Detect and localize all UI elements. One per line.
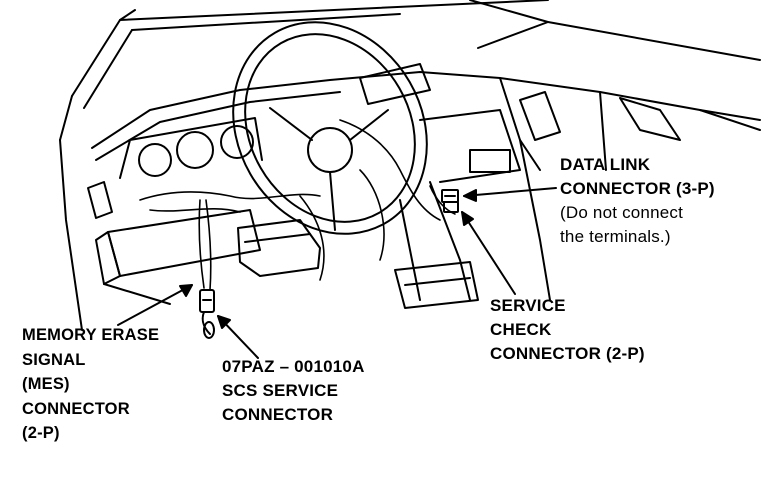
data-link-connector-label: DATA LINK CONNECTOR (3-P) (Do not connec…: [560, 153, 715, 249]
dlc-note-line-2: the terminals.): [560, 227, 671, 246]
mes-label-line-5: (2-P): [22, 424, 60, 442]
mes-arrowhead: [179, 284, 193, 297]
dlc-note-line-1: (Do not connect: [560, 203, 684, 222]
data-link-arrowhead: [463, 189, 477, 202]
dashboard-top: [91, 71, 761, 171]
mes-connector: [199, 289, 215, 313]
mes-label-line-4: CONNECTOR: [22, 399, 130, 418]
scs-label-line-1: 07PAZ – 001010A: [222, 357, 365, 376]
service-check-arrowhead: [461, 211, 474, 226]
scs-connector-label: 07PAZ – 001010A SCS SERVICE CONNECTOR: [222, 355, 365, 427]
mes-connector-label: MEMORY ERASE SIGNAL (MES) CONNECTOR (2-P…: [22, 323, 159, 446]
service-check-arrow: [461, 211, 516, 295]
steering-wheel: [232, 21, 428, 235]
scc-label-line-3: CONNECTOR (2-P): [490, 344, 645, 363]
data-link-connector: [441, 189, 459, 203]
service-check-connector: [443, 201, 459, 213]
lower-dash-panel: [95, 209, 261, 305]
windshield: [119, 0, 761, 61]
scc-label-line-2: CHECK: [490, 320, 552, 339]
fuse-box: [237, 219, 321, 277]
right-door-vent: [519, 91, 761, 301]
scs-arrowhead: [217, 315, 231, 329]
left-air-vent: [87, 181, 113, 219]
scc-label-line-1: SERVICE: [490, 296, 566, 315]
pointer-arrows: [117, 187, 557, 359]
mes-arrow: [117, 284, 193, 326]
mes-label-line-2: SIGNAL: [22, 350, 86, 369]
scs-label-line-2: SCS SERVICE: [222, 381, 339, 400]
mes-label-line-1: MEMORY ERASE: [22, 326, 160, 344]
center-panel: [359, 63, 521, 309]
a-pillar: [59, 9, 136, 331]
scs-label-line-3: CONNECTOR: [222, 405, 334, 424]
scs-connector: [201, 311, 215, 339]
dlc-label-line-1: DATA LINK: [560, 155, 651, 174]
wiring-harness: [139, 119, 456, 291]
mes-label-line-3: (MES): [22, 375, 70, 393]
service-check-connector-label: SERVICE CHECK CONNECTOR (2-P): [490, 294, 645, 366]
dlc-label-line-2: CONNECTOR (3-P): [560, 179, 715, 198]
data-link-arrow: [463, 187, 557, 197]
instrument-cluster: [119, 117, 263, 179]
